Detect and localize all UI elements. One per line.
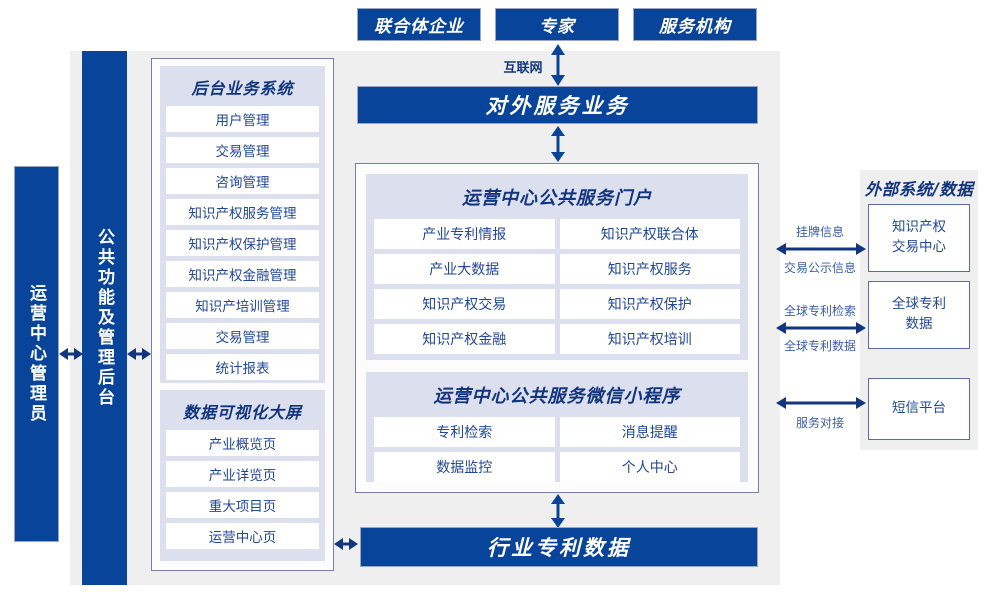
external-box-line2: 数据 (905, 316, 933, 332)
portal-item[interactable]: 知识产权交易 (374, 289, 555, 319)
external-box-global-patent-data[interactable]: 全球专利 数据 (868, 281, 970, 349)
external-service-bar[interactable]: 对外服务业务 (357, 86, 758, 124)
arrow-sms-platform (776, 395, 866, 411)
rail-public-function-backend[interactable]: 公共功能及管理后台 (82, 51, 127, 585)
miniprogram-group: 运营中心公共服务微信小程序 专利检索 消息提醒 数据监控 个人中心 (366, 372, 748, 482)
actor-box-expert[interactable]: 专家 (495, 8, 619, 41)
edge-label-service-docking: 服务对接 (795, 416, 844, 430)
external-box-line1: 短信平台 (892, 400, 946, 417)
portal-title: 运营中心公共服务门户 (462, 188, 652, 209)
arrow-backend-to-modules (127, 345, 151, 363)
portal-grid: 产业专利情报 知识产权联合体 产业大数据 知识产权服务 知识产权交易 知识产权保… (374, 219, 740, 354)
backend-system-group: 后台业务系统 用户管理 交易管理 咨询管理 知识产权服务管理 知识产权保护管理 … (160, 66, 325, 383)
portal-item[interactable]: 知识产权联合体 (559, 219, 740, 249)
arrow-ip-exchange (776, 241, 866, 257)
edge-label-listing-info: 挂牌信息 (795, 225, 844, 239)
arrow-admin-to-backend (59, 345, 83, 363)
backend-item[interactable]: 知识产权金融管理 (166, 261, 319, 287)
visualization-item[interactable]: 运营中心页 (166, 523, 319, 549)
visualization-group: 数据可视化大屏 产业概览页 产业详览页 重大项目页 运营中心页 (160, 390, 325, 561)
backend-item[interactable]: 交易管理 (166, 137, 319, 163)
miniprogram-item[interactable]: 个人中心 (559, 452, 740, 482)
arrow-service-to-portal (549, 126, 567, 162)
arrow-internet (549, 44, 567, 86)
backend-item[interactable]: 知识产权服务管理 (166, 199, 319, 225)
miniprogram-item[interactable]: 消息提醒 (559, 417, 740, 447)
actor-box-service-org[interactable]: 服务机构 (633, 8, 757, 41)
industry-patent-data-bar[interactable]: 行业专利数据 (360, 527, 758, 567)
edge-label-trade-public-info: 交易公示信息 (783, 261, 856, 275)
backend-item[interactable]: 知识产权保护管理 (166, 230, 319, 256)
portal-item[interactable]: 知识产权服务 (559, 254, 740, 284)
backend-system-title: 后台业务系统 (191, 79, 294, 98)
visualization-item[interactable]: 产业概览页 (166, 430, 319, 456)
miniprogram-item[interactable]: 专利检索 (374, 417, 555, 447)
portal-item[interactable]: 知识产权培训 (559, 324, 740, 354)
edge-label-global-patent-data: 全球专利数据 (783, 339, 856, 353)
external-box-line2: 交易中心 (892, 239, 946, 255)
portal-item[interactable]: 知识产权保护 (559, 289, 740, 319)
visualization-item[interactable]: 重大项目页 (166, 492, 319, 518)
external-box-ip-exchange-center[interactable]: 知识产权 交易中心 (868, 204, 970, 272)
miniprogram-item[interactable]: 数据监控 (374, 452, 555, 482)
actor-box-consortium[interactable]: 联合体企业 (357, 8, 481, 41)
miniprogram-grid: 专利检索 消息提醒 数据监控 个人中心 (374, 417, 740, 482)
external-box-sms-platform[interactable]: 短信平台 (868, 378, 970, 440)
visualization-item[interactable]: 产业详览页 (166, 461, 319, 487)
backend-item[interactable]: 交易管理 (166, 323, 319, 349)
backend-item[interactable]: 统计报表 (166, 354, 319, 380)
arrow-global-patent (776, 320, 866, 336)
internet-label: 互联网 (503, 61, 543, 76)
external-box-line1: 全球专利 (892, 296, 946, 313)
rail-operation-center-admin[interactable]: 运营中心管理员 (14, 166, 59, 542)
portal-group: 运营中心公共服务门户 产业专利情报 知识产权联合体 产业大数据 知识产权服务 知… (366, 174, 748, 360)
backend-item[interactable]: 用户管理 (166, 106, 319, 132)
miniprogram-title: 运营中心公共服务微信小程序 (433, 386, 681, 407)
arrow-modules-to-data (334, 535, 358, 553)
external-box-line1: 知识产权 (892, 219, 946, 236)
portal-item[interactable]: 知识产权金融 (374, 324, 555, 354)
portal-item[interactable]: 产业专利情报 (374, 219, 555, 249)
backend-item[interactable]: 知识产培训管理 (166, 292, 319, 318)
portal-item[interactable]: 产业大数据 (374, 254, 555, 284)
backend-item[interactable]: 咨询管理 (166, 168, 319, 194)
visualization-title: 数据可视化大屏 (182, 403, 302, 422)
external-systems-title: 外部系统/数据 (864, 180, 974, 199)
edge-label-global-patent-search: 全球专利检索 (783, 304, 856, 318)
arrow-portal-to-data (549, 494, 567, 528)
